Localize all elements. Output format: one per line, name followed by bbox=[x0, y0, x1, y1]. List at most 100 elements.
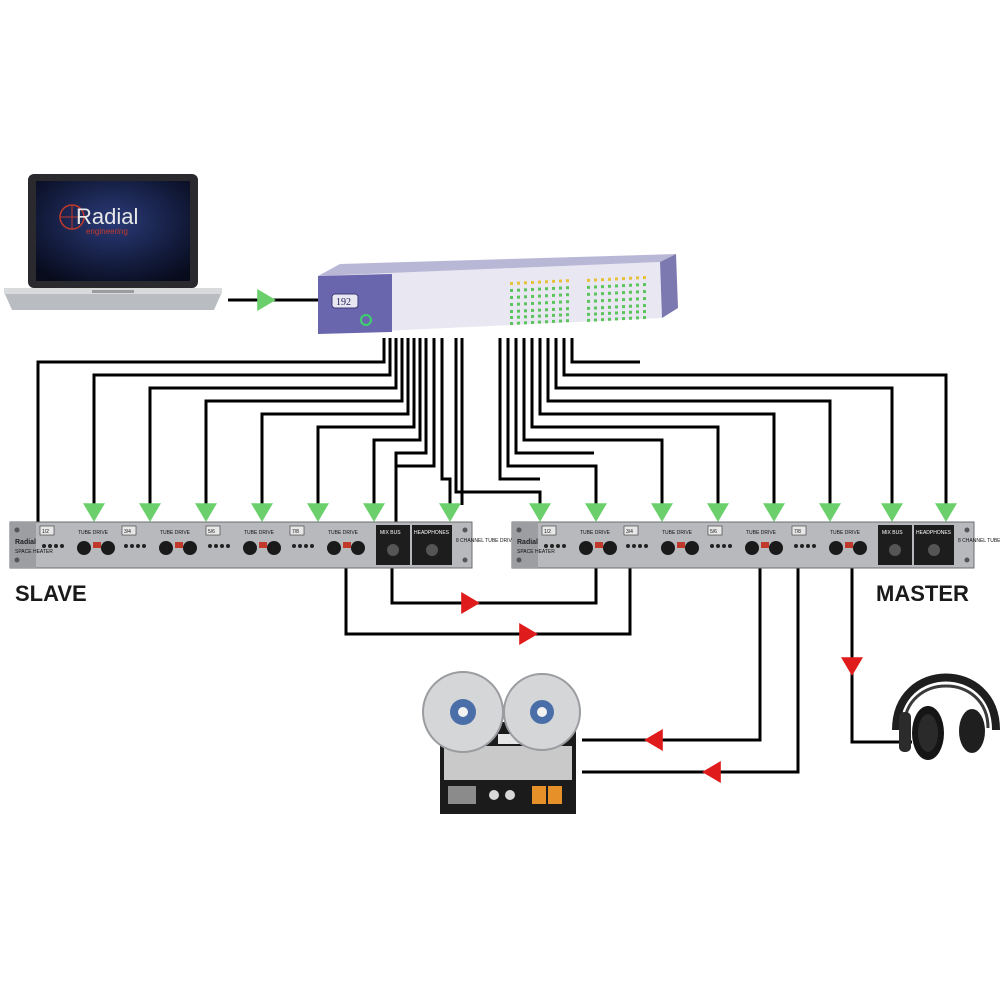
send-arrow bbox=[257, 289, 276, 311]
level-knob bbox=[685, 541, 699, 555]
wire-6 bbox=[316, 338, 416, 505]
switch bbox=[226, 544, 230, 548]
channel-label: 7/8 bbox=[292, 529, 299, 535]
switch bbox=[310, 544, 314, 548]
headphones-icon bbox=[892, 673, 1000, 760]
section-title: TUBE DRIVE bbox=[244, 530, 275, 536]
wire-14 bbox=[506, 338, 598, 505]
wire-10 bbox=[440, 338, 452, 505]
switch bbox=[298, 544, 302, 548]
wire-24 bbox=[344, 568, 632, 636]
switch bbox=[124, 544, 128, 548]
send-arrow bbox=[83, 503, 105, 522]
led bbox=[845, 542, 853, 548]
rack-brand: Radial bbox=[517, 539, 538, 546]
rack-brand: Radial bbox=[15, 539, 36, 546]
send-arrow bbox=[585, 503, 607, 522]
switch bbox=[304, 544, 308, 548]
level-knob bbox=[853, 541, 867, 555]
return-arrow bbox=[461, 592, 480, 614]
laptop-logo-sub: engineering bbox=[86, 227, 128, 236]
switch bbox=[632, 544, 636, 548]
switch bbox=[292, 544, 296, 548]
switch bbox=[806, 544, 810, 548]
switch bbox=[214, 544, 218, 548]
led bbox=[93, 542, 101, 548]
led bbox=[677, 542, 685, 548]
channel-tag bbox=[541, 525, 557, 536]
rack-screw bbox=[14, 557, 20, 563]
wire-11 bbox=[454, 338, 542, 505]
channel-tag bbox=[121, 525, 137, 536]
switch bbox=[42, 544, 46, 548]
section-title: TUBE DRIVE bbox=[746, 530, 777, 536]
audio-interface: 192 bbox=[318, 254, 678, 334]
switch bbox=[562, 544, 566, 548]
send-arrow bbox=[763, 503, 785, 522]
switch bbox=[794, 544, 798, 548]
led bbox=[761, 542, 769, 548]
mixbus-knob bbox=[889, 544, 901, 556]
led bbox=[343, 542, 351, 548]
tape-machine-icon bbox=[422, 671, 581, 814]
mixbus-knob bbox=[387, 544, 399, 556]
send-arrow bbox=[529, 503, 551, 522]
laptop-icon: Radial engineering bbox=[4, 174, 222, 310]
rack-screw bbox=[964, 527, 970, 533]
send-arrow bbox=[307, 503, 329, 522]
channel-label: 5/6 bbox=[208, 529, 215, 535]
rack-model: SPACE HEATER bbox=[15, 549, 53, 555]
send-arrow bbox=[251, 503, 273, 522]
wire-1 bbox=[36, 338, 386, 522]
rack-screw bbox=[516, 527, 522, 533]
wire-4 bbox=[204, 338, 404, 505]
drive-knob bbox=[661, 541, 675, 555]
interface-model-badge: 192 bbox=[336, 297, 351, 308]
wire-18 bbox=[538, 338, 776, 505]
wire-21 bbox=[562, 338, 948, 505]
switch bbox=[722, 544, 726, 548]
return-arrow bbox=[519, 623, 538, 645]
mixbus-label: MIX BUS bbox=[882, 530, 903, 536]
wire-3 bbox=[148, 338, 398, 505]
rack-screw bbox=[462, 527, 468, 533]
level-knob bbox=[769, 541, 783, 555]
switch bbox=[728, 544, 732, 548]
wire-15 bbox=[514, 338, 594, 455]
switch bbox=[544, 544, 548, 548]
wire-5 bbox=[260, 338, 410, 505]
drive-knob bbox=[243, 541, 257, 555]
drive-knob bbox=[77, 541, 91, 555]
channel-label: 5/6 bbox=[710, 529, 717, 535]
summing-label: 8 CHANNEL TUBE DRIVE SUMMING AMP bbox=[958, 538, 1000, 544]
drive-knob bbox=[159, 541, 173, 555]
switch bbox=[800, 544, 804, 548]
level-knob bbox=[351, 541, 365, 555]
channel-tag bbox=[205, 525, 221, 536]
headphones-knob bbox=[426, 544, 438, 556]
drive-knob bbox=[829, 541, 843, 555]
send-arrow bbox=[139, 503, 161, 522]
mixbus-label: MIX BUS bbox=[380, 530, 401, 536]
return-arrow bbox=[644, 729, 663, 751]
send-arrow bbox=[195, 503, 217, 522]
slave-label: SLAVE bbox=[15, 581, 87, 606]
level-knob bbox=[267, 541, 281, 555]
interface-meters bbox=[510, 276, 646, 325]
channel-label: 3/4 bbox=[626, 529, 633, 535]
wire-23 bbox=[390, 568, 598, 605]
wire-16 bbox=[522, 338, 664, 505]
switch bbox=[208, 544, 212, 548]
led bbox=[259, 542, 267, 548]
switch bbox=[812, 544, 816, 548]
wire-17 bbox=[530, 338, 720, 505]
rack-screw bbox=[964, 557, 970, 563]
headphones-knob bbox=[928, 544, 940, 556]
channel-tag bbox=[289, 525, 305, 536]
switch bbox=[54, 544, 58, 548]
channel-tag bbox=[707, 525, 723, 536]
send-arrow bbox=[363, 503, 385, 522]
drive-knob bbox=[327, 541, 341, 555]
